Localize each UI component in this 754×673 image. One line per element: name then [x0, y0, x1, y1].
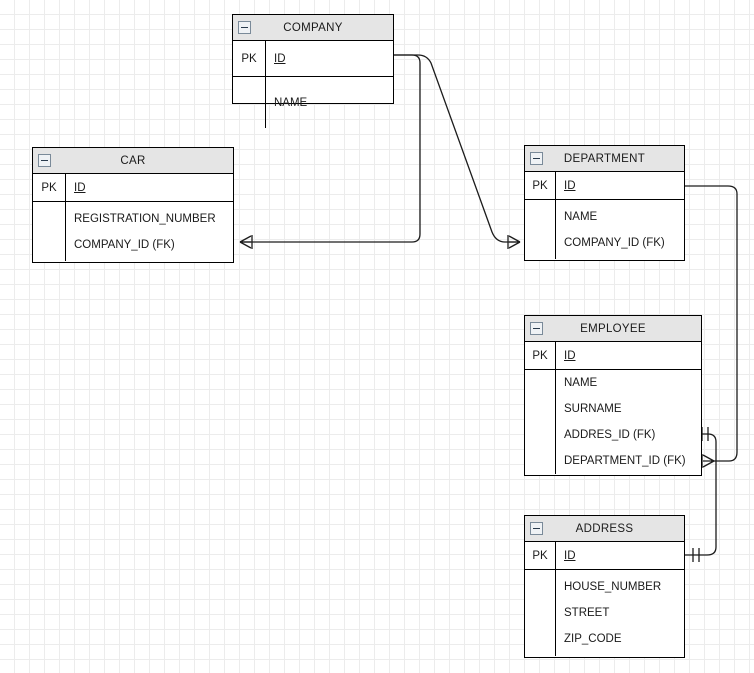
pk-label: PK [525, 342, 556, 369]
onebar-address-id [692, 548, 700, 562]
onebar-employee-address [701, 427, 709, 441]
attribute-block-car: REGISTRATION_NUMBER COMPANY_ID (FK) [33, 202, 233, 261]
attribute-item: REGISTRATION_NUMBER [74, 212, 216, 225]
attribute-item: NAME [274, 96, 308, 109]
pk-label: PK [525, 542, 556, 569]
minus-icon[interactable] [530, 522, 543, 535]
pk-row-employee: PK ID [525, 342, 701, 370]
entity-header-company: COMPANY [233, 15, 393, 41]
attribute-key-column [525, 200, 556, 259]
entity-car[interactable]: CAR PK ID REGISTRATION_NUMBER COMPANY_ID… [32, 147, 234, 263]
attribute-key-column [525, 570, 556, 656]
attribute-block-employee: NAME SURNAME ADDRES_ID (FK) DEPARTMENT_I… [525, 370, 701, 474]
entity-employee[interactable]: EMPLOYEE PK ID NAME SURNAME ADDRES_ID (F… [524, 315, 702, 476]
pk-field-name: ID [564, 349, 576, 362]
entity-company[interactable]: COMPANY PK ID NAME [232, 14, 394, 128]
entity-address[interactable]: ADDRESS PK ID HOUSE_NUMBER STREET ZIP_CO… [524, 515, 685, 658]
pk-row-car: PK ID [33, 174, 233, 202]
attribute-item: STREET [564, 607, 610, 619]
minus-icon[interactable] [238, 21, 251, 34]
attribute-block-department: NAME COMPANY_ID (FK) [525, 200, 684, 259]
attribute-key-column [33, 202, 66, 261]
attribute-list: REGISTRATION_NUMBER COMPANY_ID (FK) [66, 202, 233, 261]
entity-header-address: ADDRESS [525, 516, 684, 542]
minus-icon[interactable] [38, 154, 51, 167]
pk-row-company: PK ID [233, 41, 393, 77]
entity-header-car: CAR [33, 148, 233, 174]
entity-title: EMPLOYEE [580, 322, 646, 335]
attribute-key-column [525, 370, 556, 474]
attribute-item: HOUSE_NUMBER [564, 581, 662, 593]
pk-row-department: PK ID [525, 172, 684, 200]
pk-label: PK [233, 41, 266, 76]
pk-field-name: ID [74, 181, 86, 194]
attribute-block-company: NAME [233, 77, 393, 128]
attribute-list: NAME COMPANY_ID (FK) [556, 200, 684, 259]
attribute-list: HOUSE_NUMBER STREET ZIP_CODE [556, 570, 684, 656]
pk-row-address: PK ID [525, 542, 684, 570]
pk-field-name: ID [564, 179, 576, 192]
pk-label: PK [33, 174, 66, 201]
crowsfoot-department-many [507, 235, 521, 249]
pk-field-name: ID [564, 549, 576, 562]
attribute-item: ZIP_CODE [564, 633, 622, 645]
entity-title: ADDRESS [575, 522, 634, 535]
attribute-item: COMPANY_ID (FK) [74, 238, 175, 251]
attribute-item: COMPANY_ID (FK) [564, 236, 665, 249]
entity-title: COMPANY [283, 21, 343, 34]
crowsfoot-car-many [239, 235, 253, 249]
attribute-block-address: HOUSE_NUMBER STREET ZIP_CODE [525, 570, 684, 656]
entity-header-department: DEPARTMENT [525, 146, 684, 172]
minus-icon[interactable] [530, 152, 543, 165]
entity-title: CAR [120, 154, 146, 167]
entity-title: DEPARTMENT [563, 152, 646, 165]
attribute-key-column [233, 77, 266, 128]
minus-icon[interactable] [530, 322, 543, 335]
pk-field-name: ID [274, 52, 286, 65]
entity-department[interactable]: DEPARTMENT PK ID NAME COMPANY_ID (FK) [524, 145, 685, 261]
connector-company-department [394, 54, 520, 243]
entity-header-employee: EMPLOYEE [525, 316, 701, 342]
attribute-item: NAME [564, 210, 598, 223]
attribute-list: NAME SURNAME ADDRES_ID (FK) DEPARTMENT_I… [556, 370, 701, 474]
pk-label: PK [525, 172, 556, 199]
attribute-item: DEPARTMENT_ID (FK) [564, 455, 686, 467]
crowsfoot-employee-many [701, 454, 715, 468]
attribute-item: SURNAME [564, 403, 622, 415]
attribute-list: NAME [266, 77, 393, 128]
attribute-item: ADDRES_ID (FK) [564, 429, 656, 441]
attribute-item: NAME [564, 377, 598, 389]
